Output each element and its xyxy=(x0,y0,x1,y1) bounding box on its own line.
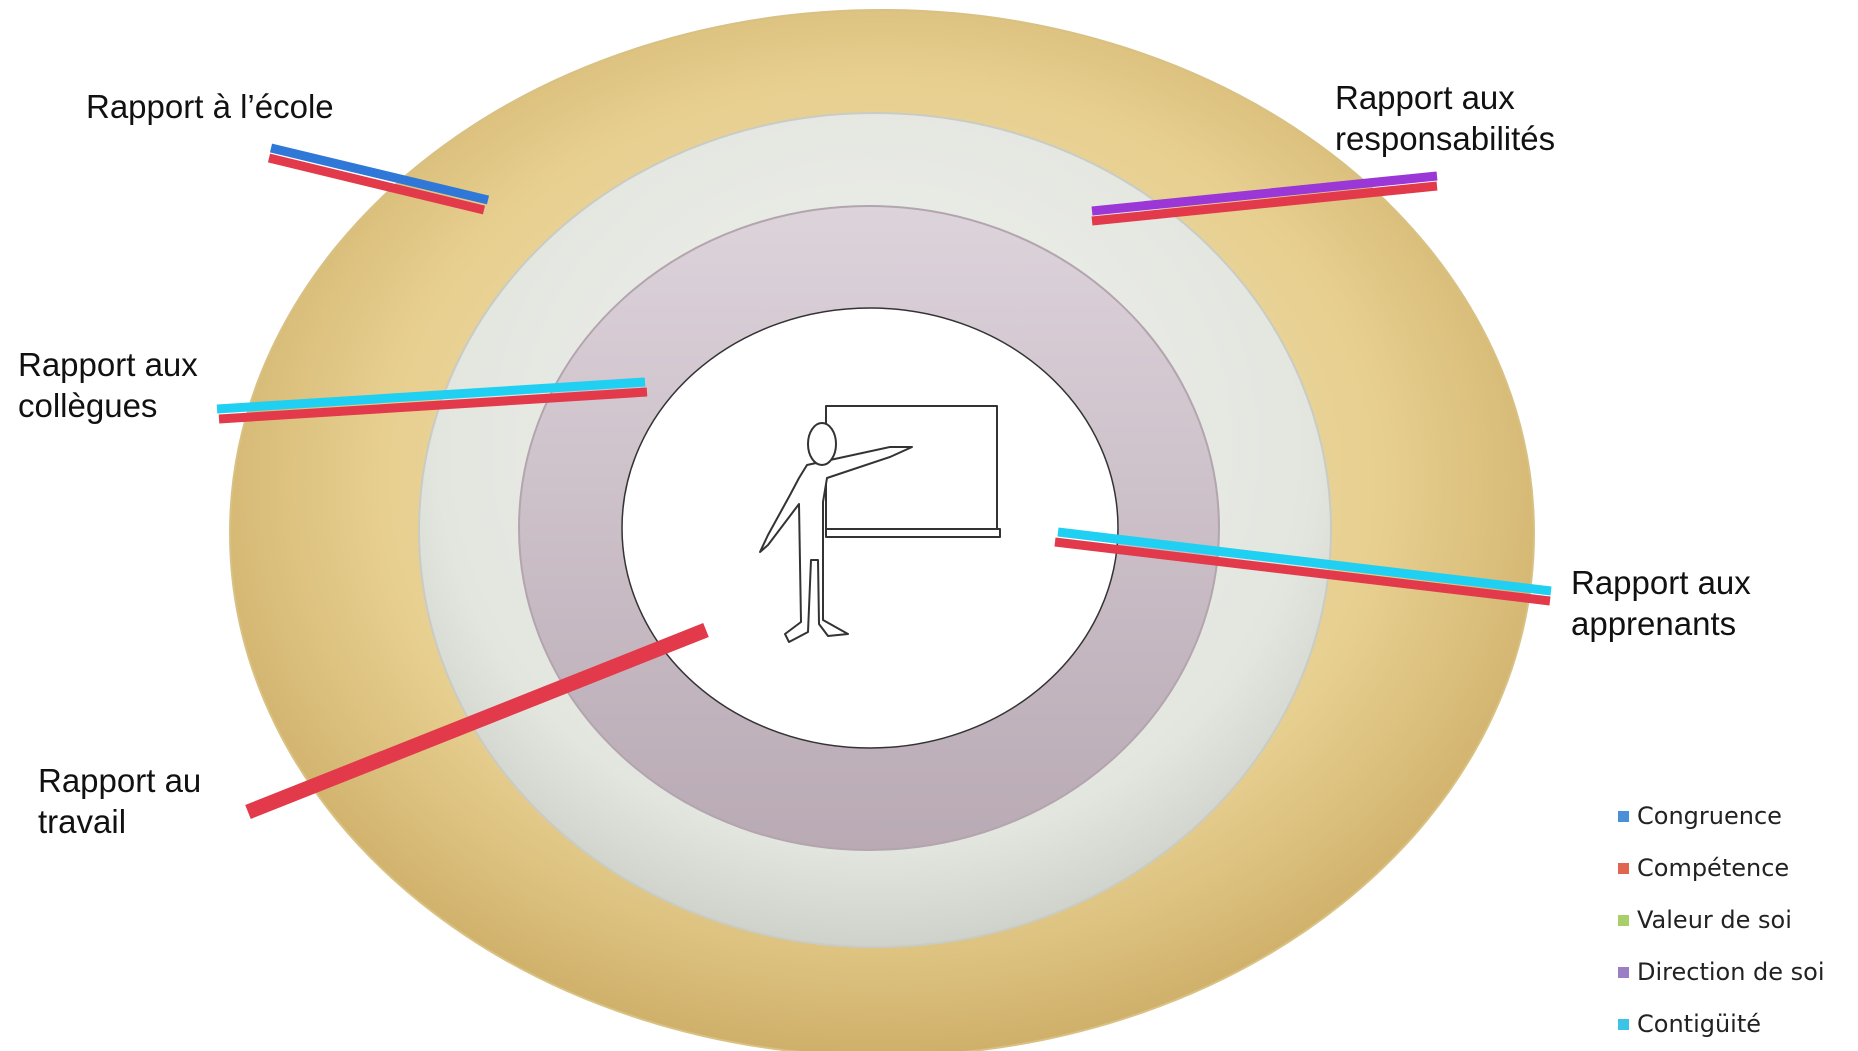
legend-swatch xyxy=(1618,914,1629,926)
legend-swatch xyxy=(1618,966,1629,978)
label-rapport-responsabilites: Rapport aux responsabilités xyxy=(1335,79,1556,157)
legend-item-competence: Compétence xyxy=(1618,842,1853,894)
legend-swatch xyxy=(1618,810,1629,822)
legend-item-contiguite: Contigüité xyxy=(1618,998,1853,1050)
legend-item-congruence: Congruence xyxy=(1618,790,1853,842)
legend-item-valeur-de-soi: Valeur de soi xyxy=(1618,894,1853,946)
legend-swatch xyxy=(1618,1018,1629,1030)
bar-ecole xyxy=(267,143,490,215)
label-rapport-apprenants: Rapport aux apprenants xyxy=(1571,564,1751,642)
label-rapport-travail: Rapport au travail xyxy=(38,762,202,840)
legend-item-direction-de-soi: Direction de soi xyxy=(1618,946,1853,998)
label-rapport-ecole: Rapport à l’école xyxy=(86,88,334,125)
legend: Congruence Compétence Valeur de soi Dire… xyxy=(1618,790,1853,1050)
bar-travail xyxy=(245,623,709,819)
label-rapport-collegues: Rapport aux collègues xyxy=(18,346,198,424)
teacher-at-board-icon xyxy=(759,405,1001,643)
legend-swatch xyxy=(1618,862,1629,874)
bar-apprenants xyxy=(1054,527,1552,606)
bar-collegues xyxy=(216,377,648,424)
bar-responsabilites xyxy=(1091,171,1438,226)
